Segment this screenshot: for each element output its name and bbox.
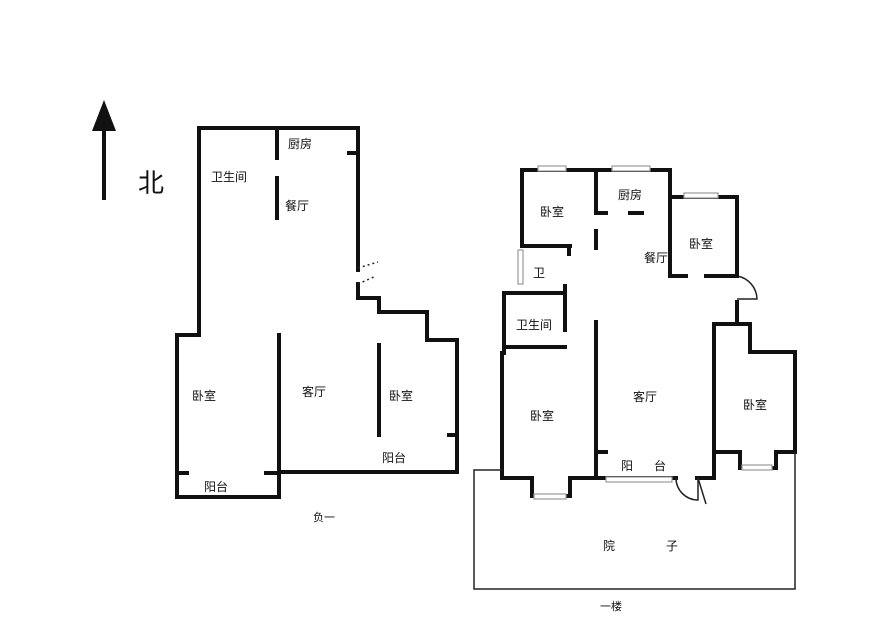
room-label: 院	[603, 539, 615, 553]
room-label: 卧室	[743, 397, 767, 412]
floor-caption: 负一	[313, 510, 335, 524]
room-label: 卧室	[192, 388, 216, 403]
room-label: 卧室	[689, 236, 713, 251]
room-label: 厨房	[288, 136, 312, 151]
room-label: 子	[666, 539, 678, 553]
room-label: 厨房	[618, 187, 642, 202]
north-arrow-icon	[92, 100, 116, 200]
room-label: 餐厅	[644, 250, 668, 265]
room-label: 阳台	[204, 479, 228, 494]
room-label: 客厅	[633, 389, 657, 404]
basement-plan	[175, 126, 459, 499]
floor-caption: 一楼	[600, 599, 622, 613]
room-label: 客厅	[302, 384, 326, 399]
room-label: 卧室	[389, 388, 413, 403]
room-label: 卧室	[530, 408, 554, 423]
room-label: 卧室	[540, 204, 564, 219]
first-floor-plan	[473, 165, 797, 590]
room-label: 阳台	[382, 450, 406, 465]
room-label: 台	[654, 458, 666, 473]
room-label: 餐厅	[285, 198, 309, 213]
room-label: 卫生间	[211, 170, 247, 184]
room-label: 阳	[621, 459, 633, 473]
north-label: 北	[138, 169, 164, 199]
room-label: 卫生间	[516, 318, 552, 332]
room-label: 卫	[533, 266, 545, 280]
